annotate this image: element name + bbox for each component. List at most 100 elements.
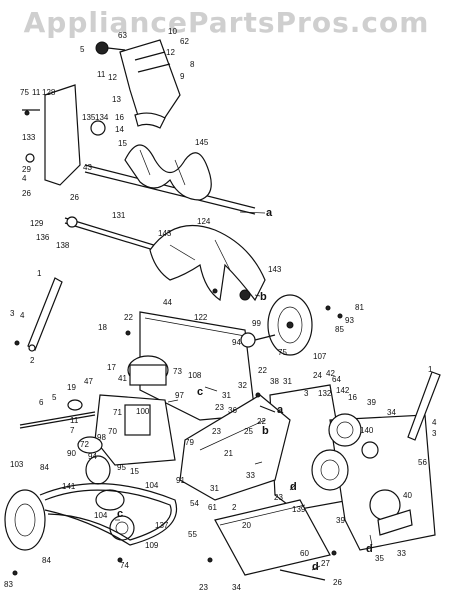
label-27: 27 — [321, 559, 330, 568]
label-74: 74 — [120, 561, 129, 570]
label-139: 139 — [292, 505, 306, 514]
label-25: 25 — [244, 427, 253, 436]
label-103: 103 — [10, 460, 24, 469]
label-141: 141 — [62, 482, 76, 491]
handle-right — [407, 371, 441, 441]
label-62: 62 — [180, 37, 189, 46]
label-124: 124 — [197, 217, 211, 226]
label-23d: 23 — [199, 583, 208, 592]
label-4c: 4 — [432, 418, 437, 427]
label-3c: 3 — [432, 429, 437, 438]
label-d3: d — [312, 561, 319, 573]
label-12: 12 — [166, 48, 175, 57]
label-75b: 75 — [278, 348, 287, 357]
label-91: 91 — [176, 476, 185, 485]
label-97: 97 — [175, 391, 184, 400]
label-11: 11 — [97, 70, 106, 79]
label-42: 42 — [326, 369, 335, 378]
label-17: 17 — [107, 363, 116, 372]
auger-housing — [127, 311, 256, 421]
label-16: 16 — [115, 113, 124, 122]
label-108: 108 — [188, 371, 202, 380]
handle-left — [27, 277, 63, 352]
label-109: 109 — [145, 541, 159, 550]
label-38: 38 — [270, 377, 279, 386]
label-99: 99 — [252, 319, 261, 328]
label-16b: 16 — [348, 393, 357, 402]
label-29: 29 — [22, 165, 31, 174]
label-8: 8 — [190, 60, 195, 69]
label-104b: 104 — [94, 511, 108, 520]
label-1: 1 — [37, 269, 42, 278]
label-54: 54 — [190, 499, 199, 508]
auger-upper — [84, 144, 256, 215]
label-140: 140 — [360, 426, 374, 435]
label-35: 35 — [375, 554, 384, 563]
auger-lower — [149, 224, 266, 302]
label-20: 20 — [242, 521, 251, 530]
label-23b: 23 — [212, 427, 221, 436]
discharge-chute — [95, 39, 181, 129]
fasteners — [12, 110, 343, 576]
label-98: 98 — [97, 433, 106, 442]
label-79: 79 — [185, 438, 194, 447]
label-2: 2 — [30, 356, 35, 365]
label-71: 71 — [113, 408, 122, 417]
label-5: 5 — [80, 45, 85, 54]
label-128: 128 — [42, 88, 56, 97]
part-labels: 10 62 63 12 5 8 11 12 9 13 16 14 15 75 1… — [4, 27, 437, 592]
label-104: 104 — [145, 481, 159, 490]
label-d2: d — [366, 543, 373, 555]
label-132: 132 — [318, 389, 332, 398]
label-26b: 26 — [70, 193, 79, 202]
label-15b: 15 — [130, 467, 139, 476]
label-143: 143 — [158, 229, 172, 238]
label-4: 4 — [22, 174, 27, 183]
label-3b: 3 — [304, 389, 309, 398]
label-129: 129 — [30, 219, 44, 228]
label-22: 22 — [124, 313, 133, 322]
watermark: AppliancePartsPros.com — [23, 6, 430, 39]
label-14: 14 — [115, 125, 124, 134]
drive-belt — [39, 483, 178, 546]
label-93: 93 — [345, 316, 354, 325]
label-34: 34 — [387, 408, 396, 417]
label-61: 61 — [208, 503, 217, 512]
label-95: 95 — [117, 463, 126, 472]
label-15: 15 — [118, 139, 127, 148]
label-24: 24 — [313, 371, 322, 380]
label-84b: 84 — [42, 556, 51, 565]
label-21: 21 — [224, 449, 233, 458]
label-7: 7 — [70, 426, 75, 435]
label-47: 47 — [84, 377, 93, 386]
label-94b: 94 — [88, 452, 97, 461]
label-90: 90 — [67, 449, 76, 458]
label-43: 43 — [83, 163, 92, 172]
auger-shaft — [64, 216, 171, 256]
label-36: 36 — [228, 406, 237, 415]
label-18: 18 — [98, 323, 107, 332]
label-34b: 34 — [232, 583, 241, 592]
label-83: 83 — [4, 580, 13, 589]
label-13: 13 — [112, 95, 121, 104]
label-31: 31 — [283, 377, 292, 386]
label-3: 3 — [10, 309, 15, 318]
label-26: 26 — [22, 189, 31, 198]
label-6: 6 — [39, 398, 44, 407]
left-side-plate-upper — [22, 84, 106, 186]
label-31c: 31 — [210, 484, 219, 493]
label-131: 131 — [112, 211, 126, 220]
label-73: 73 — [173, 367, 182, 376]
label-41: 41 — [118, 374, 127, 383]
label-b: b — [260, 291, 267, 303]
label-b2: b — [262, 425, 269, 437]
label-5b: 5 — [52, 393, 57, 402]
label-23c: 23 — [274, 493, 283, 502]
leader-lines — [115, 211, 373, 571]
label-145: 145 — [195, 138, 209, 147]
label-63: 63 — [118, 31, 127, 40]
label-c: c — [197, 386, 203, 398]
label-81: 81 — [355, 303, 364, 312]
label-d: d — [290, 481, 297, 493]
